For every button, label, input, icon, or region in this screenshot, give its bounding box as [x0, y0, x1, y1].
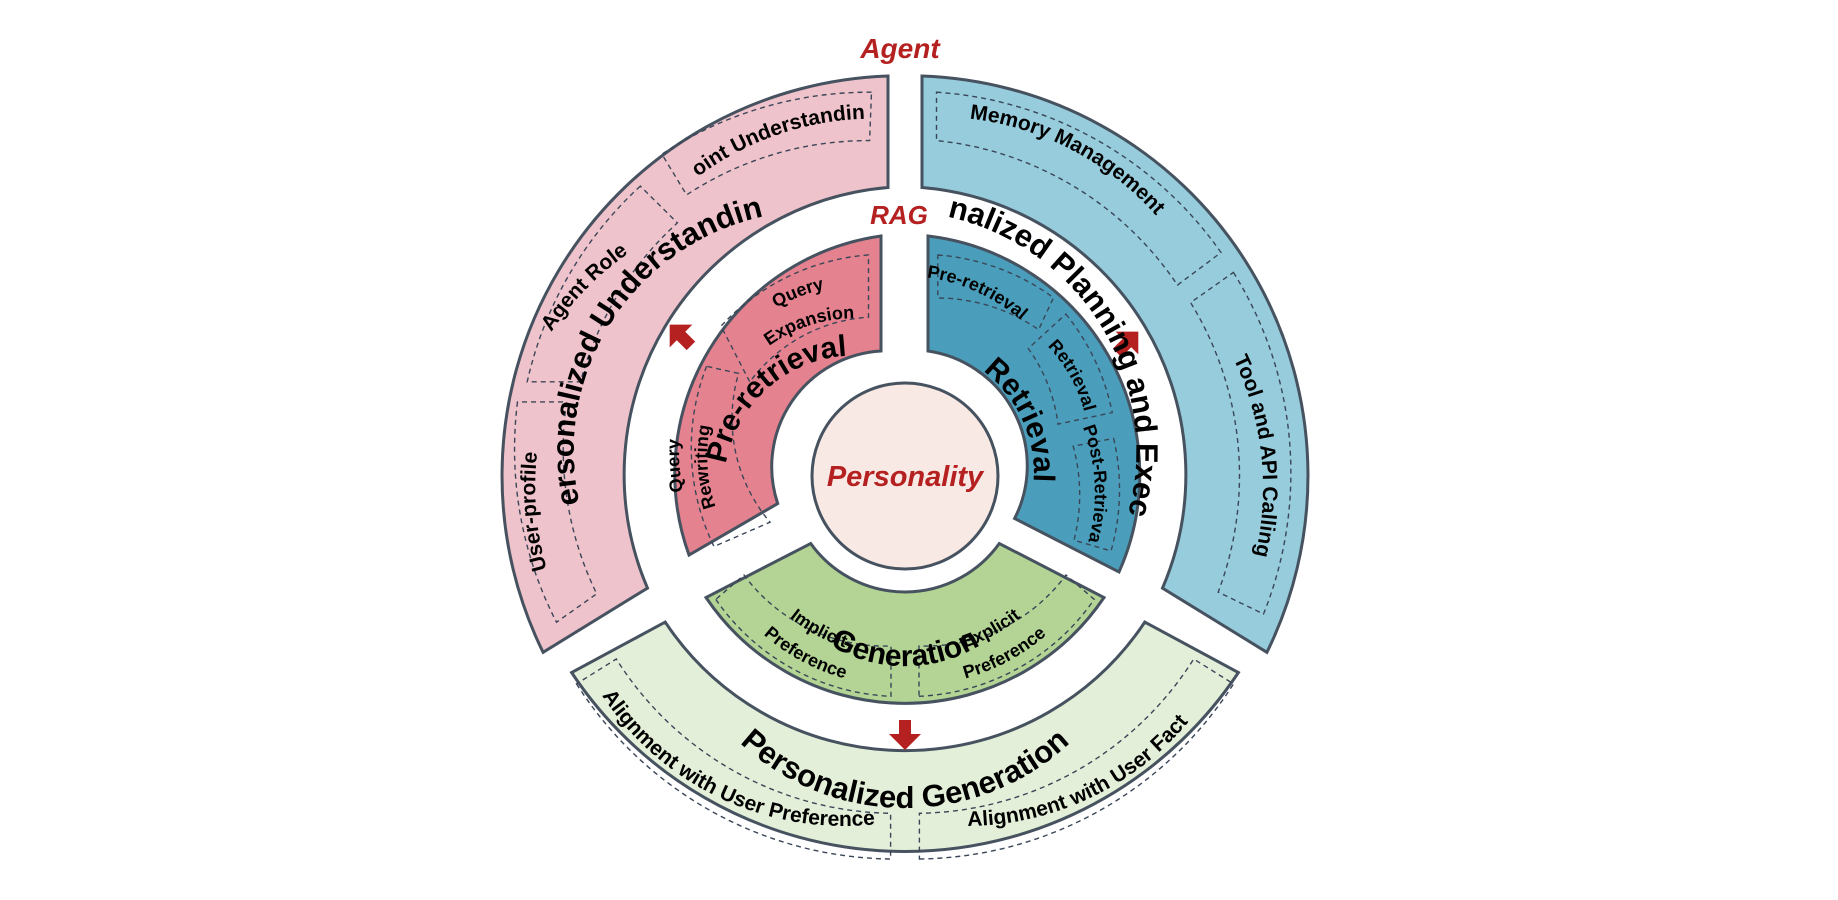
segment-personalized-generation	[569, 620, 1241, 853]
dashed-box-query-rewriting	[690, 365, 772, 548]
agent-label: Agent	[859, 33, 941, 64]
segment-personalized-planning	[920, 74, 1310, 655]
dashed-box-retrieval-step	[1027, 313, 1114, 425]
dashed-box-query-expansion	[720, 254, 870, 384]
segment-personalized-understanding	[500, 74, 890, 655]
segment-retrieval	[926, 234, 1142, 575]
dashed-box-user-profile	[513, 401, 598, 624]
title-personalized-understanding: Personalized Understanding	[0, 0, 765, 509]
agent-ring	[500, 74, 1310, 860]
rag-label: RAG	[870, 200, 928, 230]
dashed-box-post-retrieval-step	[1072, 437, 1121, 552]
personality-core	[810, 381, 1000, 571]
dashed-box-memory-management	[935, 91, 1222, 287]
dashed-box-explicit-preference	[918, 573, 1096, 698]
arrow-down	[889, 720, 921, 750]
personality-label: Personality	[827, 461, 985, 493]
dashed-box-align-fact	[918, 658, 1235, 860]
dashed-box-align-preference	[575, 658, 892, 860]
item-joint-understanding: Joint Understanding	[0, 0, 865, 181]
dashed-box-joint-understanding	[660, 91, 873, 196]
segment-generation	[703, 541, 1107, 705]
rag-ring	[673, 234, 1142, 705]
dashed-box-agent-role	[526, 185, 679, 383]
arrow-up-left	[669, 324, 696, 351]
dashed-box-implicit-preference	[714, 573, 892, 698]
segment-pre-retrieval	[673, 234, 883, 558]
arrow-up-right	[1112, 331, 1139, 358]
dashed-box-tool-api	[1189, 271, 1292, 615]
